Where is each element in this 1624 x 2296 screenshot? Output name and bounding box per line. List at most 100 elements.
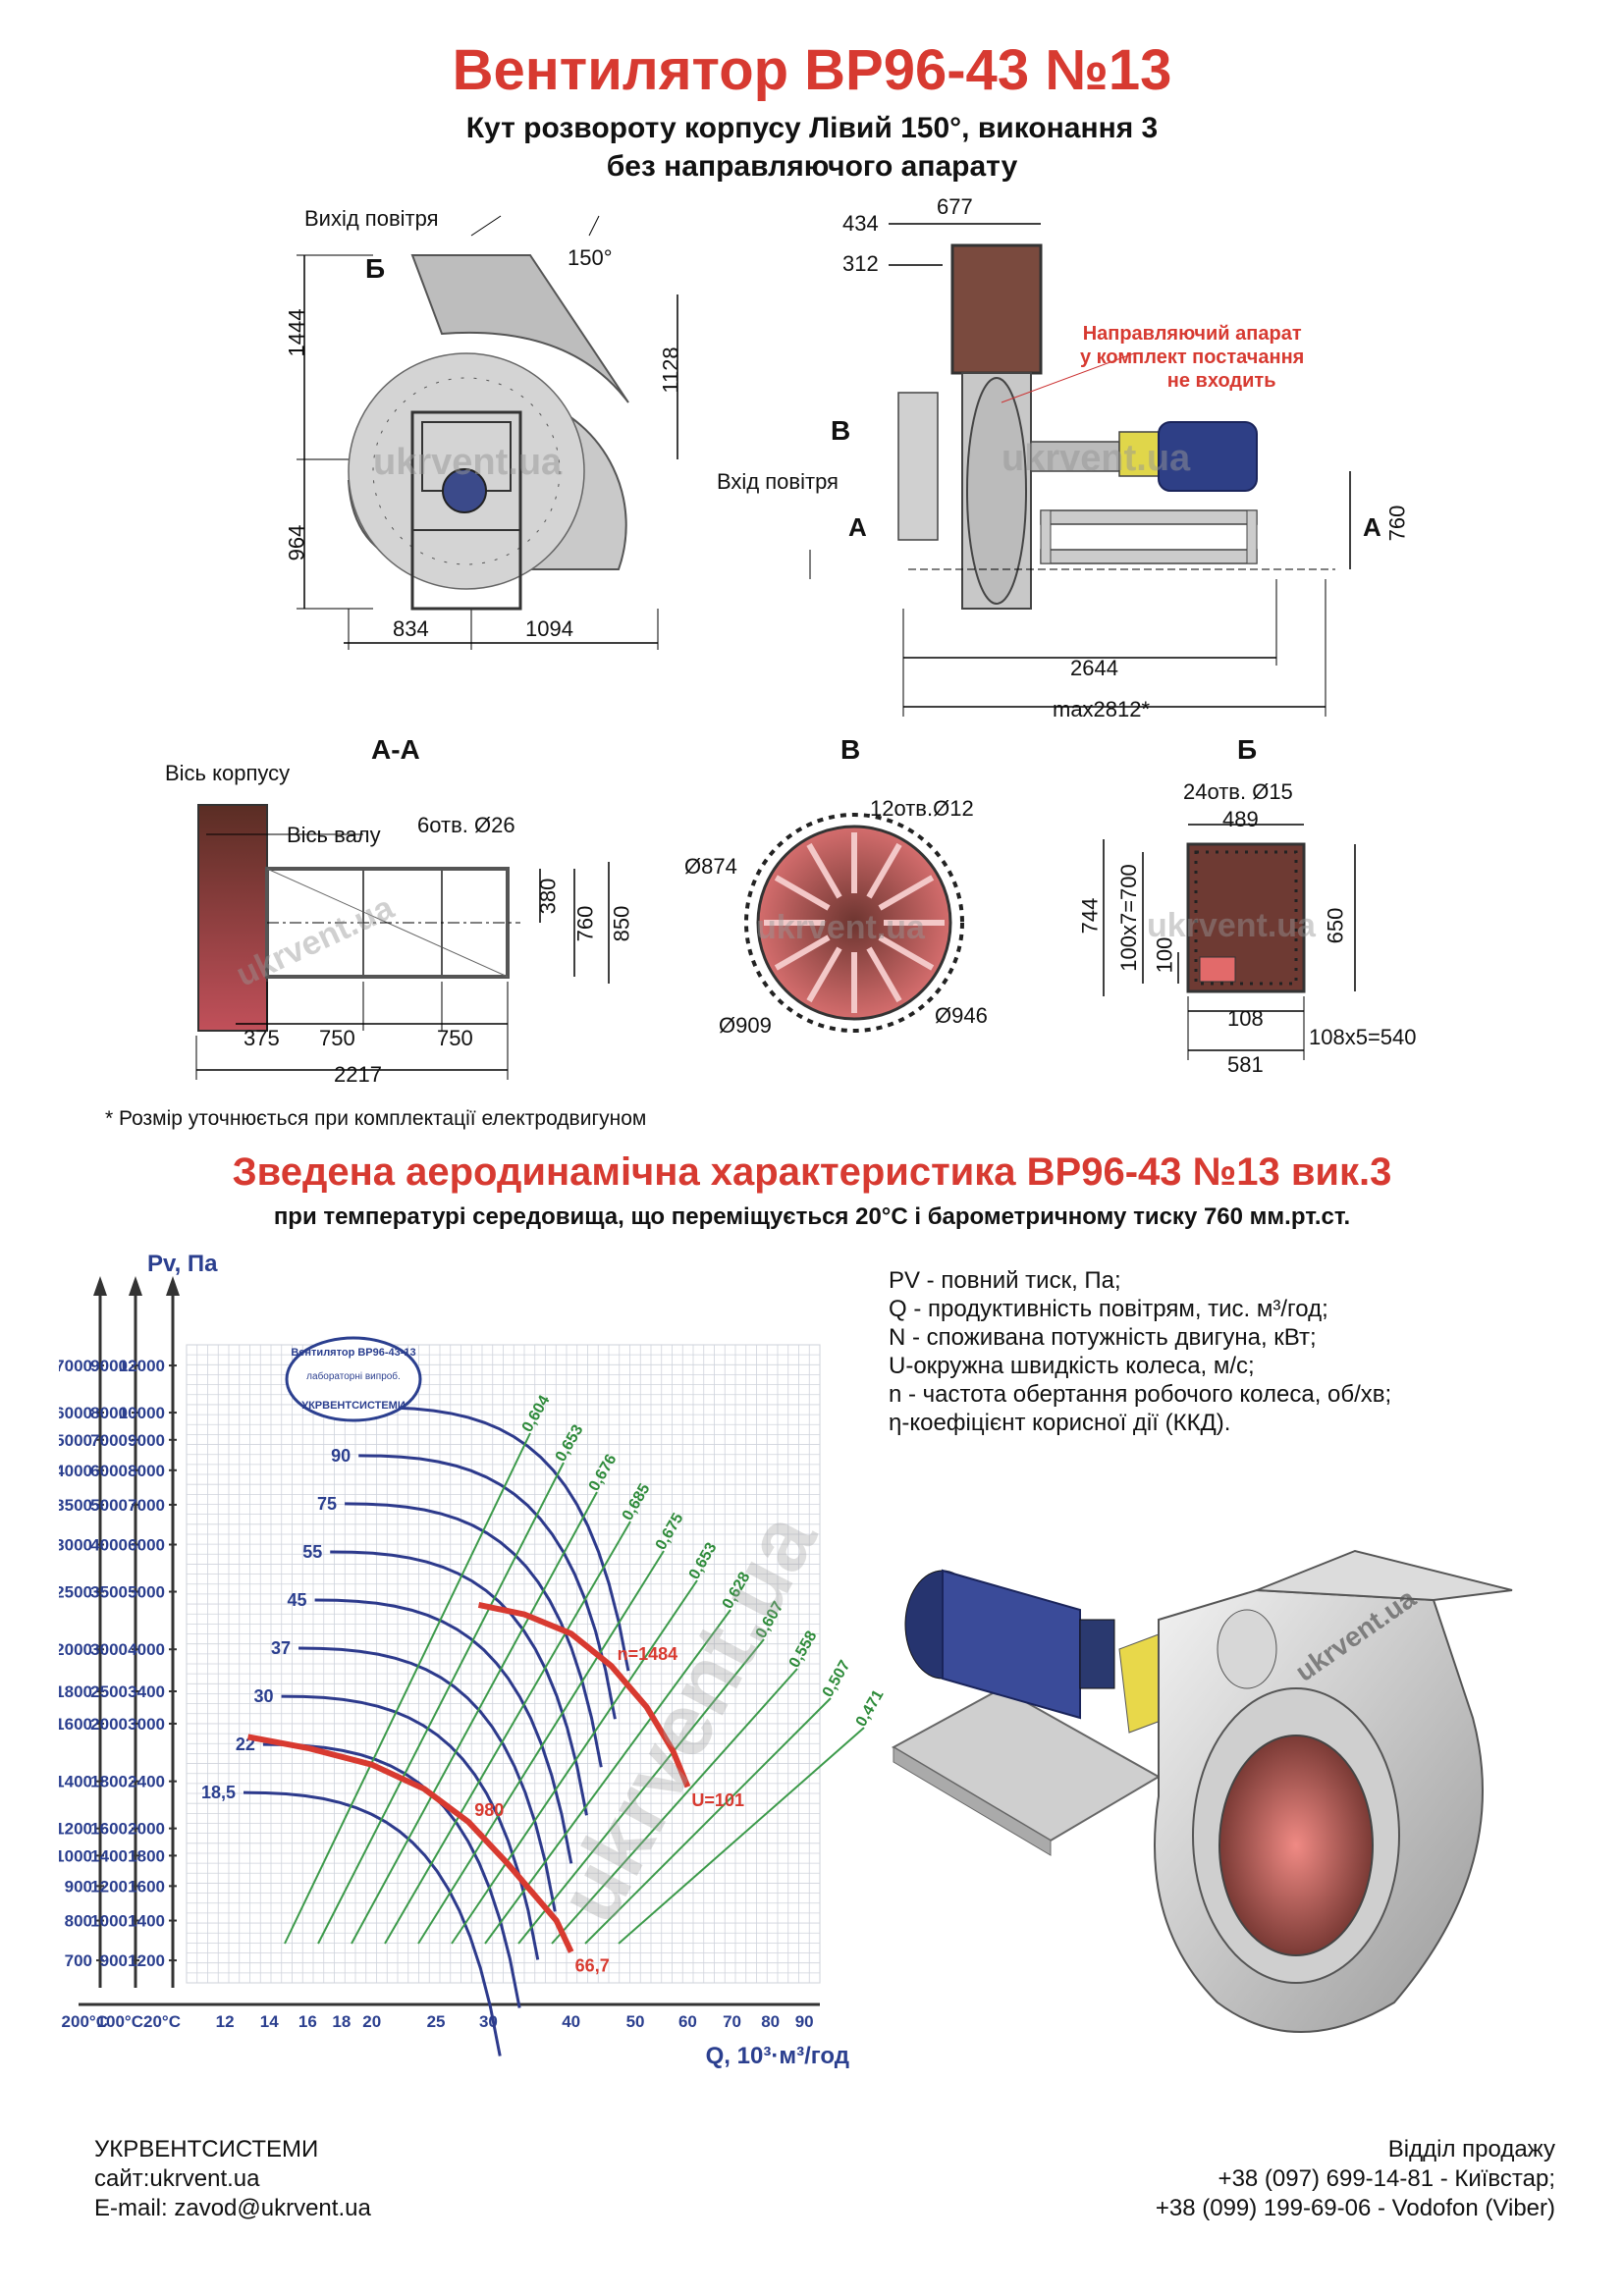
y-tick-label: 7000 xyxy=(128,1496,165,1515)
y-axis-arrow xyxy=(166,1276,180,1296)
footer-site[interactable]: сайт:ukrvent.ua xyxy=(94,2165,260,2192)
dim-312: 312 xyxy=(842,251,879,276)
inlet-spoke xyxy=(866,946,902,1003)
inlet-spoke xyxy=(866,842,902,899)
x-tick-label: 14 xyxy=(260,2012,279,2031)
watermark: ukrvent.ua xyxy=(1147,907,1316,944)
speed-curve xyxy=(477,1602,691,1789)
y-tick-label: 1200 xyxy=(90,1877,128,1896)
d874-label: Ø874 xyxy=(684,854,737,879)
efficiency-line xyxy=(317,1462,565,1945)
speed-label: n=1484 xyxy=(618,1644,678,1664)
footnote: * Розмір уточнюється при комплектації ел… xyxy=(105,1107,647,1130)
aero-subtitle: при температурі середовища, що переміщує… xyxy=(273,1203,1351,1230)
section-a-right: А xyxy=(1363,512,1381,542)
legend-rpm: n - частота обертання робочого колеса, о… xyxy=(889,1381,1392,1408)
dim-434: 434 xyxy=(842,211,879,236)
power-curve xyxy=(298,1646,557,1912)
dim-750-b: 750 xyxy=(437,1026,473,1050)
y-tick-label: 2400 xyxy=(128,1773,165,1791)
footer-email[interactable]: E-mail: zavod@ukrvent.ua xyxy=(94,2195,371,2221)
holes-v-label: 12отв.Ø12 xyxy=(870,796,974,821)
y-tick-label: 5000 xyxy=(128,1582,165,1601)
y-tick-label: 8000 xyxy=(128,1462,165,1480)
y-tick-label: 1400 xyxy=(59,1773,92,1791)
y-tick-label: 9000 xyxy=(90,1357,128,1375)
y-tick-label: 1600 xyxy=(90,1820,128,1839)
x-tick-label: 16 xyxy=(298,2012,317,2031)
temp-label: 200°C xyxy=(62,2012,108,2031)
legend-u: U-окружна швидкість колеса, м/с; xyxy=(889,1353,1255,1379)
power-label: 37 xyxy=(271,1638,291,1658)
y-tick-label: 8000 xyxy=(90,1404,128,1422)
inlet-spoke xyxy=(774,875,831,911)
efficiency-line xyxy=(551,1668,798,1945)
page-title: Вентилятор ВР96-43 №13 xyxy=(452,38,1172,102)
page-subtitle-2: без направляючого апарату xyxy=(606,150,1018,183)
x-tick-label: 12 xyxy=(216,2012,235,2031)
dim-2644: 2644 xyxy=(1070,656,1118,680)
y-tick-label: 10000 xyxy=(119,1404,165,1422)
section-aa-title: А-А xyxy=(371,734,420,765)
x-tick-label: 90 xyxy=(795,2012,814,2031)
watermark: ukrvent.ua xyxy=(756,909,925,946)
dim-581: 581 xyxy=(1227,1052,1264,1077)
inlet-spoke xyxy=(774,934,831,971)
y-tick-label: 5000 xyxy=(90,1496,128,1515)
efficiency-line xyxy=(417,1550,665,1945)
legend: PV - повний тиск, Па; Q - продуктивність… xyxy=(889,1266,1391,1437)
footer-left: УКРВЕНТСИСТЕМИ сайт:ukrvent.ua E-mail: z… xyxy=(94,2135,371,2223)
power-label: 75 xyxy=(317,1494,337,1514)
y-tick-label: 1000 xyxy=(59,1846,92,1865)
d909-label: Ø909 xyxy=(719,1013,772,1038)
x-tick-label: 25 xyxy=(427,2012,446,2031)
guide-note: Направляючий апарат у комплект постачанн… xyxy=(1080,322,1304,393)
side-view-drawing xyxy=(809,223,1351,717)
view-v-drawing xyxy=(744,813,964,1033)
fan-illustration xyxy=(891,1549,1513,2033)
inlet-label: Вхід повітря xyxy=(717,469,839,494)
y-tick-label: 7000 xyxy=(90,1431,128,1450)
y-tick-label: 12000 xyxy=(119,1357,165,1375)
y-tick-label: 1200 xyxy=(59,1820,92,1839)
view-b-title: Б xyxy=(1237,734,1258,765)
power-curve xyxy=(330,1550,588,1816)
y-tick-label: 4000 xyxy=(128,1640,165,1659)
y-tick-label: 900 xyxy=(65,1877,92,1896)
view-b-drawing xyxy=(1103,824,1356,1060)
axis-shaft-label: Вісь валу xyxy=(287,823,381,847)
tip-speed-label: 66,7 xyxy=(575,1955,610,1975)
power-curve xyxy=(314,1598,573,1864)
guide-note-line-3: не входить xyxy=(1166,370,1276,392)
y-tick-label: 800 xyxy=(65,1912,92,1931)
angle-label: 150° xyxy=(568,245,613,270)
dim-834: 834 xyxy=(393,616,429,641)
y-tick-label: 5000 xyxy=(59,1431,92,1450)
holes-b-label: 24отв. Ø15 xyxy=(1183,779,1293,804)
dim-850: 850 xyxy=(609,905,634,942)
legend-eff: η-коефіцієнт корисної дії (ККД). xyxy=(889,1410,1231,1436)
stamp-top-text: Вентилятор ВР96-43-13 xyxy=(291,1347,415,1359)
stamp-middle-text: лабораторні випроб. xyxy=(306,1370,401,1382)
page-subtitle-1: Кут розвороту корпусу Лівий 150°, викона… xyxy=(465,112,1159,144)
footer-company: УКРВЕНТСИСТЕМИ xyxy=(94,2136,319,2163)
dim-1128: 1128 xyxy=(658,347,683,394)
temp-label: 100°C xyxy=(97,2012,143,2031)
section-a-left: А xyxy=(848,512,867,542)
power-curve xyxy=(281,1694,540,1960)
efficiency-label: 0,507 xyxy=(820,1658,854,1700)
axis-body-label: Вісь корпусу xyxy=(165,761,291,785)
y-tick-label: 1800 xyxy=(59,1682,92,1701)
aero-chart: 7008009001000120014001600180020002500300… xyxy=(59,1251,884,2069)
footer-phone-1[interactable]: +38 (097) 699-14-81 - Київстар; xyxy=(1218,2165,1555,2192)
y-tick-label: 9000 xyxy=(128,1431,165,1450)
y-tick-label: 6000 xyxy=(59,1404,92,1422)
view-v-title: В xyxy=(840,734,861,765)
section-aa-drawing xyxy=(195,804,610,1080)
dim-650: 650 xyxy=(1323,907,1348,944)
y-tick-label: 1600 xyxy=(59,1715,92,1734)
y-tick-label: 4000 xyxy=(59,1462,92,1480)
y-tick-label: 2500 xyxy=(90,1682,128,1701)
dim-2217: 2217 xyxy=(334,1062,382,1087)
footer-phone-2[interactable]: +38 (099) 199-69-06 - Vodofon (Viber) xyxy=(1155,2195,1555,2221)
